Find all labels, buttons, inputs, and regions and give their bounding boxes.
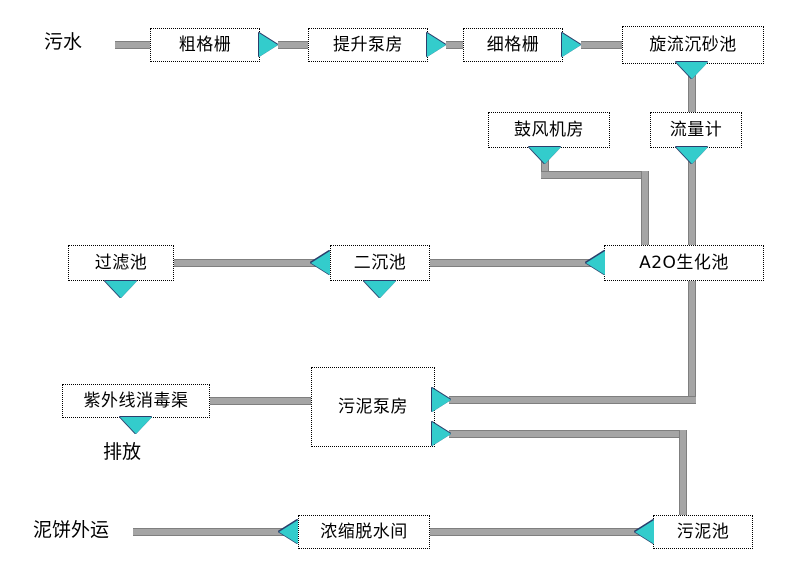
connector-dewatering-to-cake-transport	[133, 528, 299, 536]
node-filter-tank[interactable]: 过滤池	[68, 245, 174, 281]
node-thickening-dewatering-room[interactable]: 浓缩脱水间	[298, 515, 430, 549]
node-uv-disinfection-channel[interactable]: 紫外线消毒渠	[62, 384, 210, 418]
arrowhead-to-secondary-clarifier	[586, 251, 605, 275]
node-blower-room[interactable]: 鼓风机房	[488, 112, 610, 148]
connector-grit-to-flowmeter	[688, 64, 696, 114]
connector-inflow-to-coarse-screen	[115, 41, 151, 49]
node-a2o-biochemical-tank[interactable]: A2O生化池	[604, 245, 764, 281]
arrowhead-to-flowmeter	[676, 62, 708, 79]
arrowhead-to-filter-tank	[311, 251, 330, 275]
node-flow-meter[interactable]: 流量计	[650, 112, 742, 148]
node-secondary-clarifier[interactable]: 二沉池	[330, 245, 430, 281]
node-lift-pump-house[interactable]: 提升泵房	[308, 28, 428, 62]
node-coarse-screen[interactable]: 粗格栅	[150, 28, 260, 62]
arrowhead-sludge-pump-outlet-lower	[432, 422, 451, 446]
connector-blower-across	[541, 171, 649, 179]
connector-secondary-to-filter	[174, 259, 331, 267]
label-sludge-cake-transport: 泥饼外运	[33, 519, 110, 541]
node-sludge-pump-house[interactable]: 污泥泵房	[311, 367, 435, 447]
connector-uv-to-sludge-pump	[210, 397, 311, 405]
connector-fine-screen-to-grit	[581, 41, 623, 49]
connector-sludge-pump-down-to-sludge-tank	[679, 430, 687, 519]
node-fine-screen[interactable]: 细格栅	[463, 28, 563, 62]
arrowhead-to-grit-chamber	[562, 33, 581, 57]
arrowhead-to-cake-transport	[279, 520, 298, 544]
arrowhead-uv-outlet-discharge	[120, 417, 152, 434]
connector-sludge-tank-to-dewatering	[430, 528, 654, 536]
connector-flowmeter-to-a2o	[688, 148, 696, 248]
arrowhead-sludge-pump-inlet-upper	[432, 388, 451, 412]
arrowhead-blower-outlet	[529, 147, 561, 164]
connector-coarse-screen-to-pump	[278, 41, 309, 49]
arrowhead-to-fine-screen	[427, 33, 446, 57]
connector-sludge-pump-across	[449, 430, 686, 438]
arrowhead-secondary-clarifier-outlet	[364, 281, 396, 298]
node-sludge-tank[interactable]: 污泥池	[653, 515, 753, 549]
label-discharge: 排放	[103, 441, 142, 463]
connector-a2o-down-to-sludge	[688, 281, 696, 400]
arrowhead-to-pump-house	[259, 33, 278, 57]
connector-blower-to-a2o	[641, 171, 649, 248]
connector-a2o-across-to-sludge-pump	[449, 396, 696, 404]
connector-pump-to-fine-screen	[446, 41, 464, 49]
node-vortex-grit-chamber[interactable]: 旋流沉砂池	[622, 26, 764, 64]
arrowhead-filter-tank-outlet	[105, 281, 137, 298]
arrowhead-flowmeter-outlet	[676, 147, 708, 164]
connector-a2o-to-secondary	[430, 259, 605, 267]
label-influent-wastewater: 污水	[44, 31, 83, 53]
arrowhead-to-dewatering-room	[635, 520, 654, 544]
